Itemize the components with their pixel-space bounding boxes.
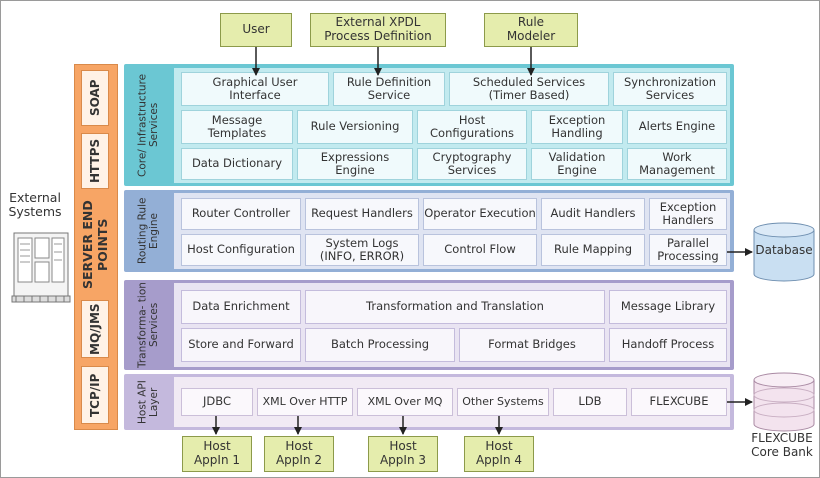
- router-controller-cell: Router Controller: [181, 198, 301, 230]
- host-configuration-cell: Host Configuration: [181, 234, 301, 266]
- database-label: Database: [755, 243, 813, 257]
- rule-modeler-box: Rule Modeler: [484, 13, 578, 47]
- rule-mapping-cell: Rule Mapping: [541, 234, 645, 266]
- data-dictionary-cell: Data Dictionary: [181, 148, 293, 180]
- flexcube-cell: FLEXCUBE: [631, 388, 727, 416]
- database-cylinder: [753, 222, 815, 282]
- gui-cell: Graphical User Interface: [181, 72, 329, 106]
- operator-execution-cell: Operator Execution: [423, 198, 537, 230]
- work-management-cell: Work Management: [627, 148, 727, 180]
- control-flow-cell: Control Flow: [423, 234, 537, 266]
- xpdl-box: External XPDL Process Definition: [310, 13, 446, 47]
- message-library-cell: Message Library: [609, 290, 727, 324]
- request-handlers-cell: Request Handlers: [305, 198, 419, 230]
- xml-over-http-cell: XML Over HTTP: [257, 388, 353, 416]
- system-logs-cell: System Logs (INFO, ERROR): [305, 234, 419, 266]
- handoff-process-cell: Handoff Process: [609, 328, 727, 362]
- xml-over-mq-cell: XML Over MQ: [357, 388, 453, 416]
- jdbc-cell: JDBC: [181, 388, 253, 416]
- user-box: User: [220, 13, 292, 47]
- store-and-forward-cell: Store and Forward: [181, 328, 301, 362]
- expressions-engine-cell: Expressions Engine: [297, 148, 413, 180]
- host-app-1-box: Host AppIn 1: [182, 436, 252, 472]
- ldb-cell: LDB: [553, 388, 627, 416]
- cryptography-services-cell: Cryptography Services: [417, 148, 527, 180]
- rule-definition-service-cell: Rule Definition Service: [333, 72, 445, 106]
- rule-versioning-cell: Rule Versioning: [297, 110, 413, 144]
- flexcube-core-cylinder: [753, 372, 815, 432]
- message-templates-cell: Message Templates: [181, 110, 293, 144]
- host-app-3-box: Host AppIn 3: [368, 436, 438, 472]
- synchronization-services-cell: Synchronization Services: [613, 72, 727, 106]
- external-systems-label: External Systems: [8, 190, 62, 220]
- alerts-engine-cell: Alerts Engine: [627, 110, 727, 144]
- exception-handling-cell: Exception Handling: [531, 110, 623, 144]
- other-systems-cell: Other Systems: [457, 388, 549, 416]
- exception-handlers-cell: Exception Handlers: [649, 198, 727, 230]
- host-configurations-cell: Host Configurations: [417, 110, 527, 144]
- data-enrichment-cell: Data Enrichment: [181, 290, 301, 324]
- audit-handlers-cell: Audit Handlers: [541, 198, 645, 230]
- parallel-processing-cell: Parallel Processing: [649, 234, 727, 266]
- host-app-2-box: Host AppIn 2: [264, 436, 334, 472]
- validation-engine-cell: Validation Engine: [531, 148, 623, 180]
- host-app-4-box: Host AppIn 4: [464, 436, 534, 472]
- format-bridges-cell: Format Bridges: [459, 328, 605, 362]
- flexcube-core-bank-label: FLEXCUBE Core Bank: [751, 431, 813, 459]
- transformation-translation-cell: Transformation and Translation: [305, 290, 605, 324]
- batch-processing-cell: Batch Processing: [305, 328, 455, 362]
